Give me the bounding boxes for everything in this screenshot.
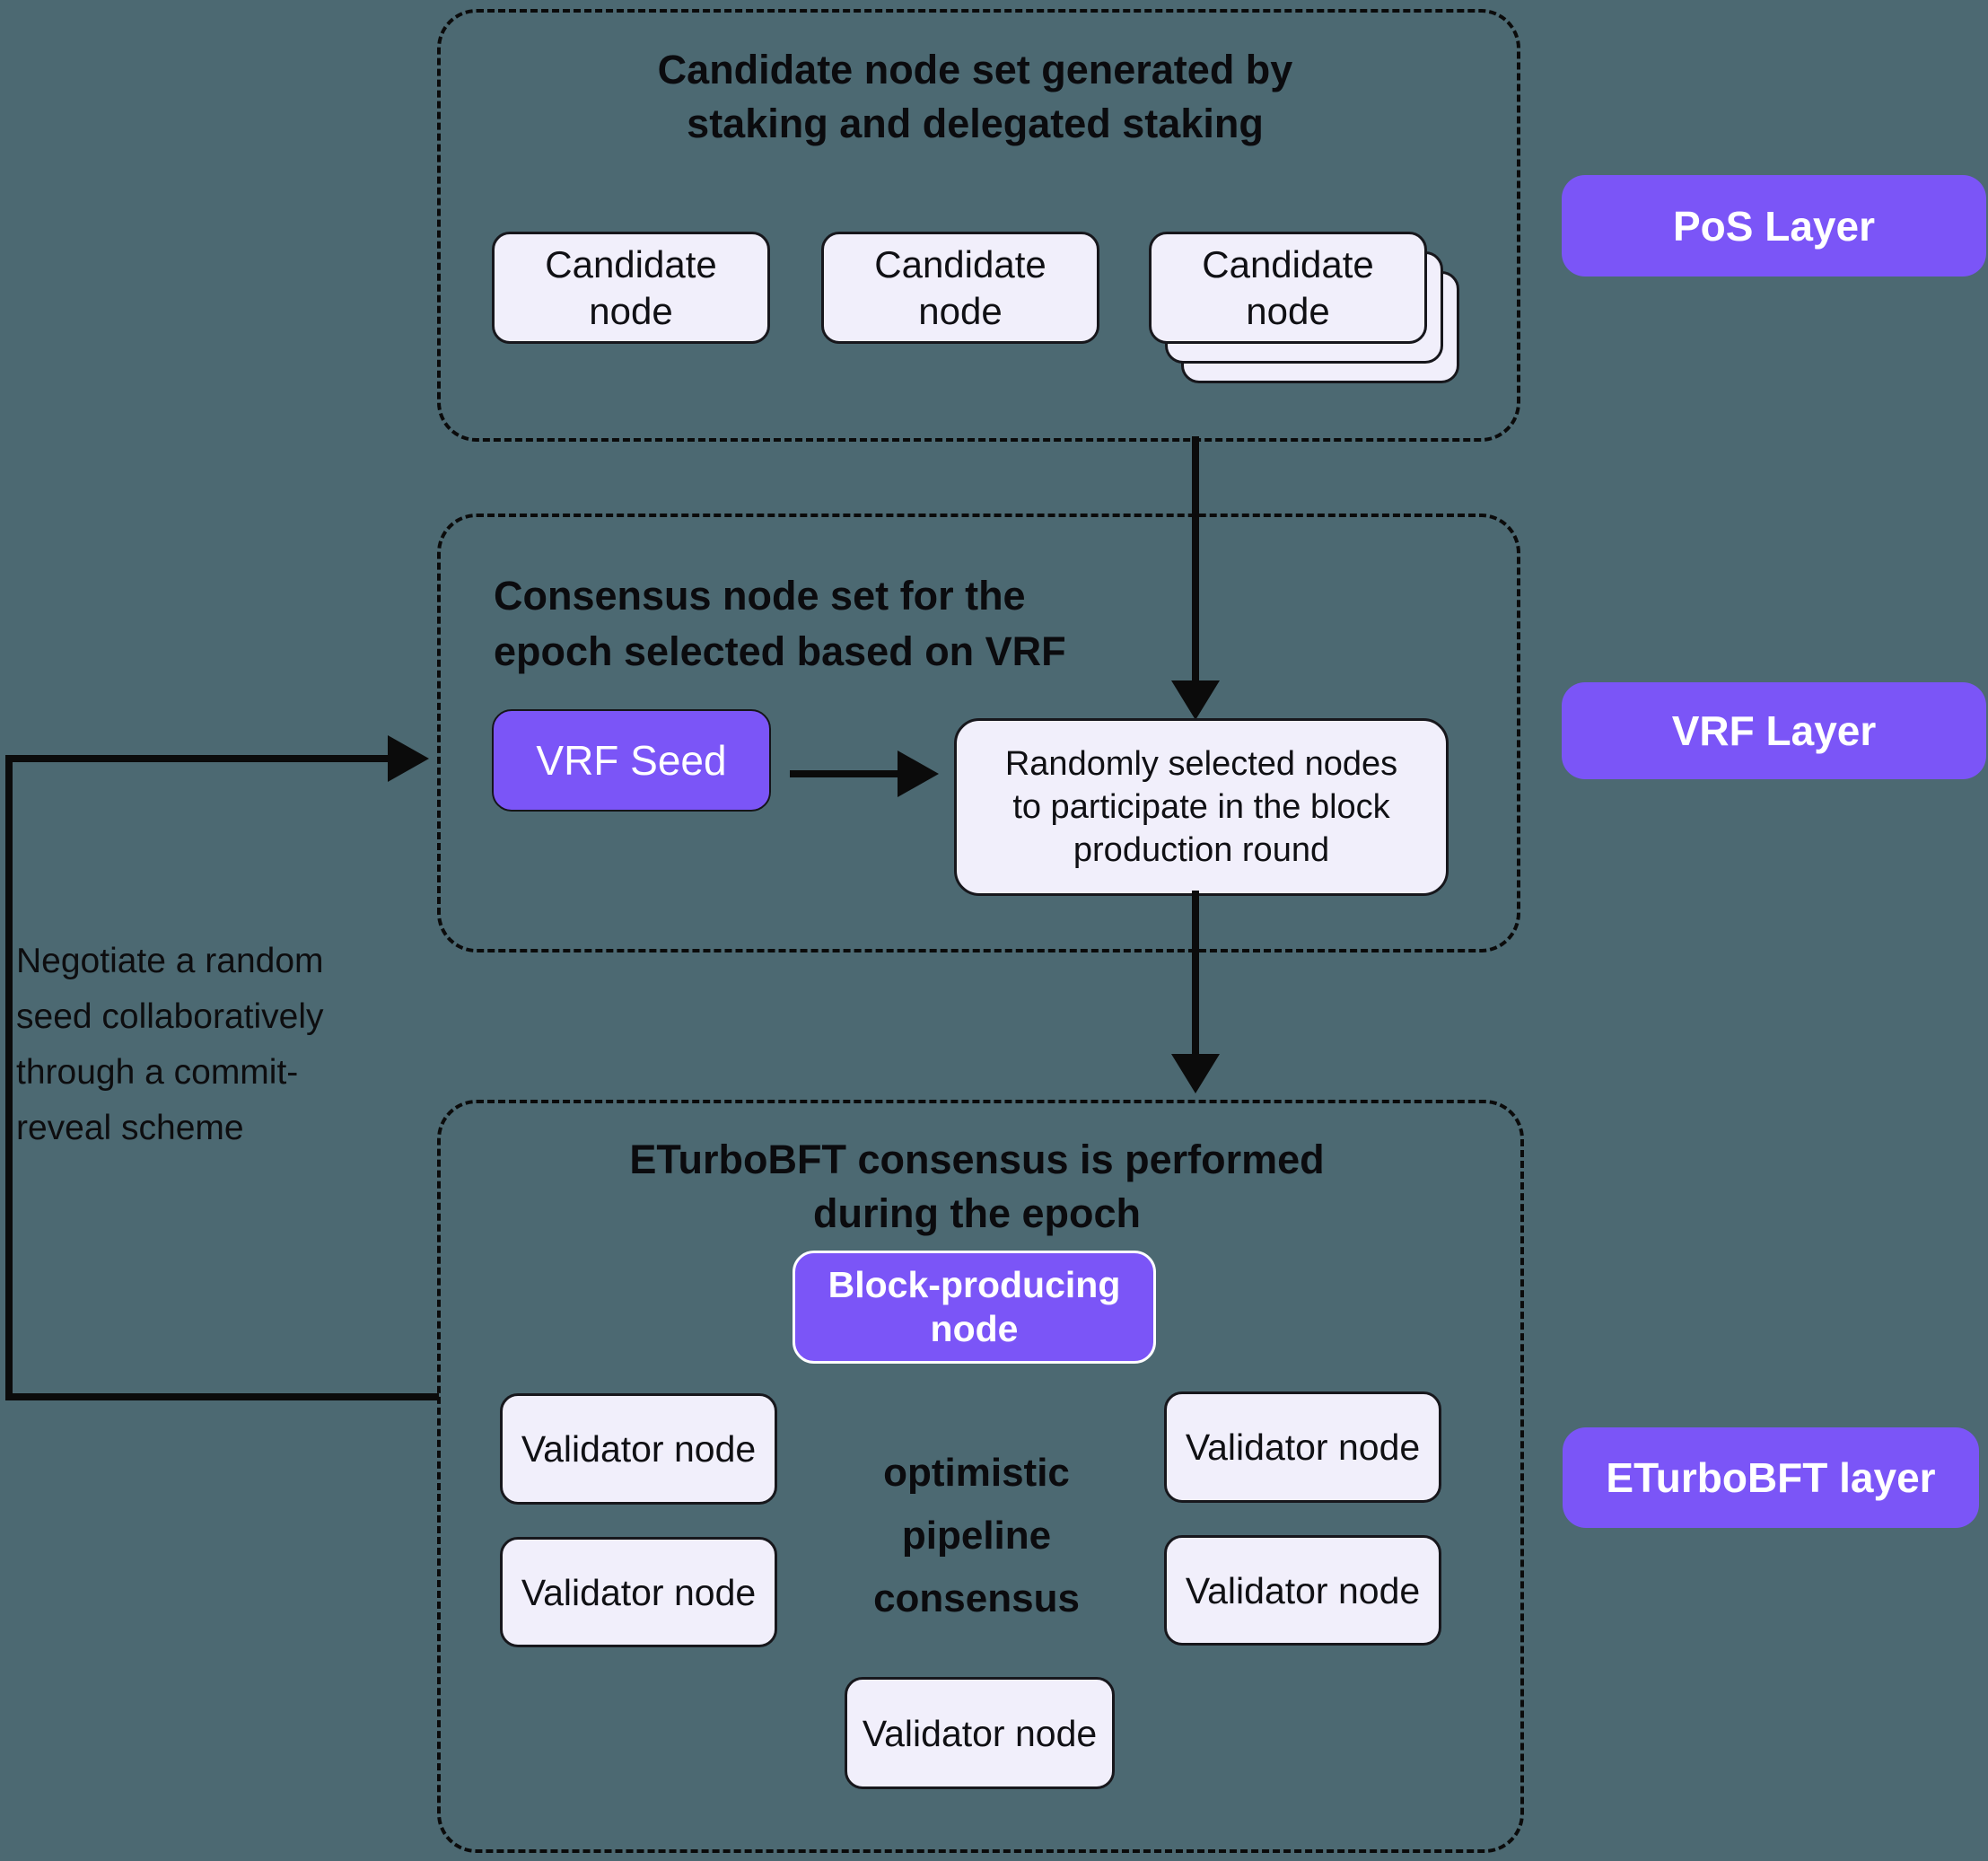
validator-node-4-label: Validator node (1185, 1569, 1421, 1611)
bft-layer-badge-label: ETurboBFT layer (1606, 1454, 1936, 1501)
validator-node-5: Validator node (845, 1677, 1115, 1789)
selected-box-line-2: to participate in the block (1012, 788, 1390, 826)
candidate-node-2: Candidate node (821, 232, 1099, 344)
validator-node-2: Validator node (500, 1537, 777, 1647)
candidate-node-1-label-line-1: Candidate (545, 242, 717, 285)
arrow-selected-to-bft-shaft (1192, 891, 1199, 1056)
candidate-node-3-label-line-2: node (1246, 289, 1330, 332)
candidate-node-1: Candidate node (492, 232, 770, 344)
validator-node-3: Validator node (1164, 1391, 1441, 1503)
caption-line-1: optimistic (883, 1451, 1070, 1495)
bft-section-title: ETurboBFT consensus is performed during … (437, 1133, 1517, 1241)
vrf-layer-badge-label: VRF Layer (1671, 707, 1877, 754)
vrf-seed-label: VRF Seed (536, 737, 727, 784)
caption-line-3: consensus (873, 1576, 1080, 1620)
block-producer-line-1: Block-producing (828, 1264, 1121, 1305)
selected-box-line-1: Randomly selected nodes (1004, 745, 1398, 783)
candidate-node-2-label-line-2: node (918, 289, 1003, 332)
vrf-section-title: Consensus node set for the epoch selecte… (494, 568, 1257, 680)
validator-node-2-label: Validator node (521, 1571, 757, 1613)
feedback-arrowhead (388, 735, 429, 782)
vrf-section-box (437, 514, 1520, 952)
pos-section-box (437, 9, 1520, 442)
vrf-layer-badge: VRF Layer (1562, 682, 1986, 779)
validator-node-4: Validator node (1164, 1535, 1441, 1646)
candidate-node-2-label-line-1: Candidate (874, 242, 1047, 285)
randomly-selected-nodes-box: Randomly selected nodes to participate i… (954, 718, 1449, 896)
feedback-line-top (9, 755, 390, 762)
arrow-seed-to-selected-shaft (790, 770, 899, 777)
feedback-line-vertical (5, 755, 13, 1400)
candidate-node-3: Candidate node (1149, 232, 1427, 344)
validator-node-1: Validator node (500, 1393, 777, 1505)
validator-node-5-label: Validator node (862, 1712, 1098, 1754)
annotation-line-3: through a commit- (16, 1053, 299, 1092)
pos-title-line-2: staking and delegated staking (687, 101, 1264, 146)
vrf-title-line-2: epoch selected based on VRF (494, 628, 1066, 674)
bft-section-box (437, 1100, 1524, 1853)
pos-layer-badge: PoS Layer (1562, 175, 1986, 277)
block-producer-line-2: node (930, 1308, 1019, 1349)
bft-layer-badge: ETurboBFT layer (1563, 1427, 1979, 1528)
candidate-node-1-label-line-2: node (589, 289, 673, 332)
block-producing-node-box: Block-producing node (793, 1251, 1156, 1364)
bft-title-line-1: ETurboBFT consensus is performed (629, 1137, 1325, 1182)
vrf-seed-box: VRF Seed (492, 709, 771, 812)
arrow-selected-to-bft-head (1171, 1054, 1220, 1093)
annotation-line-1: Negotiate a random (16, 942, 324, 980)
arrow-seed-to-selected-head (898, 751, 939, 797)
candidate-node-3-label-line-1: Candidate (1202, 242, 1374, 285)
arrow-pos-to-vrf-shaft (1192, 436, 1199, 684)
validator-node-3-label: Validator node (1185, 1426, 1421, 1468)
pos-layer-badge-label: PoS Layer (1673, 202, 1875, 250)
caption-line-2: pipeline (901, 1514, 1052, 1558)
annotation-line-4: reveal scheme (16, 1109, 244, 1147)
annotation-line-2: seed collaboratively (16, 997, 324, 1036)
pos-section-title: Candidate node set generated by staking … (437, 43, 1513, 151)
bft-title-line-2: during the epoch (813, 1190, 1141, 1236)
validator-node-1-label: Validator node (521, 1428, 757, 1470)
optimistic-pipeline-caption: optimistic pipeline consensus (851, 1442, 1102, 1630)
selected-box-line-3: production round (1073, 831, 1330, 869)
candidate-node-stack: Candidate node (1149, 232, 1459, 383)
vrf-title-line-1: Consensus node set for the (494, 573, 1026, 619)
feedback-line-bottom (5, 1393, 439, 1400)
commit-reveal-annotation: Negotiate a random seed collaboratively … (16, 934, 324, 1156)
pos-title-line-1: Candidate node set generated by (657, 47, 1293, 92)
arrow-pos-to-vrf-head (1171, 680, 1220, 720)
